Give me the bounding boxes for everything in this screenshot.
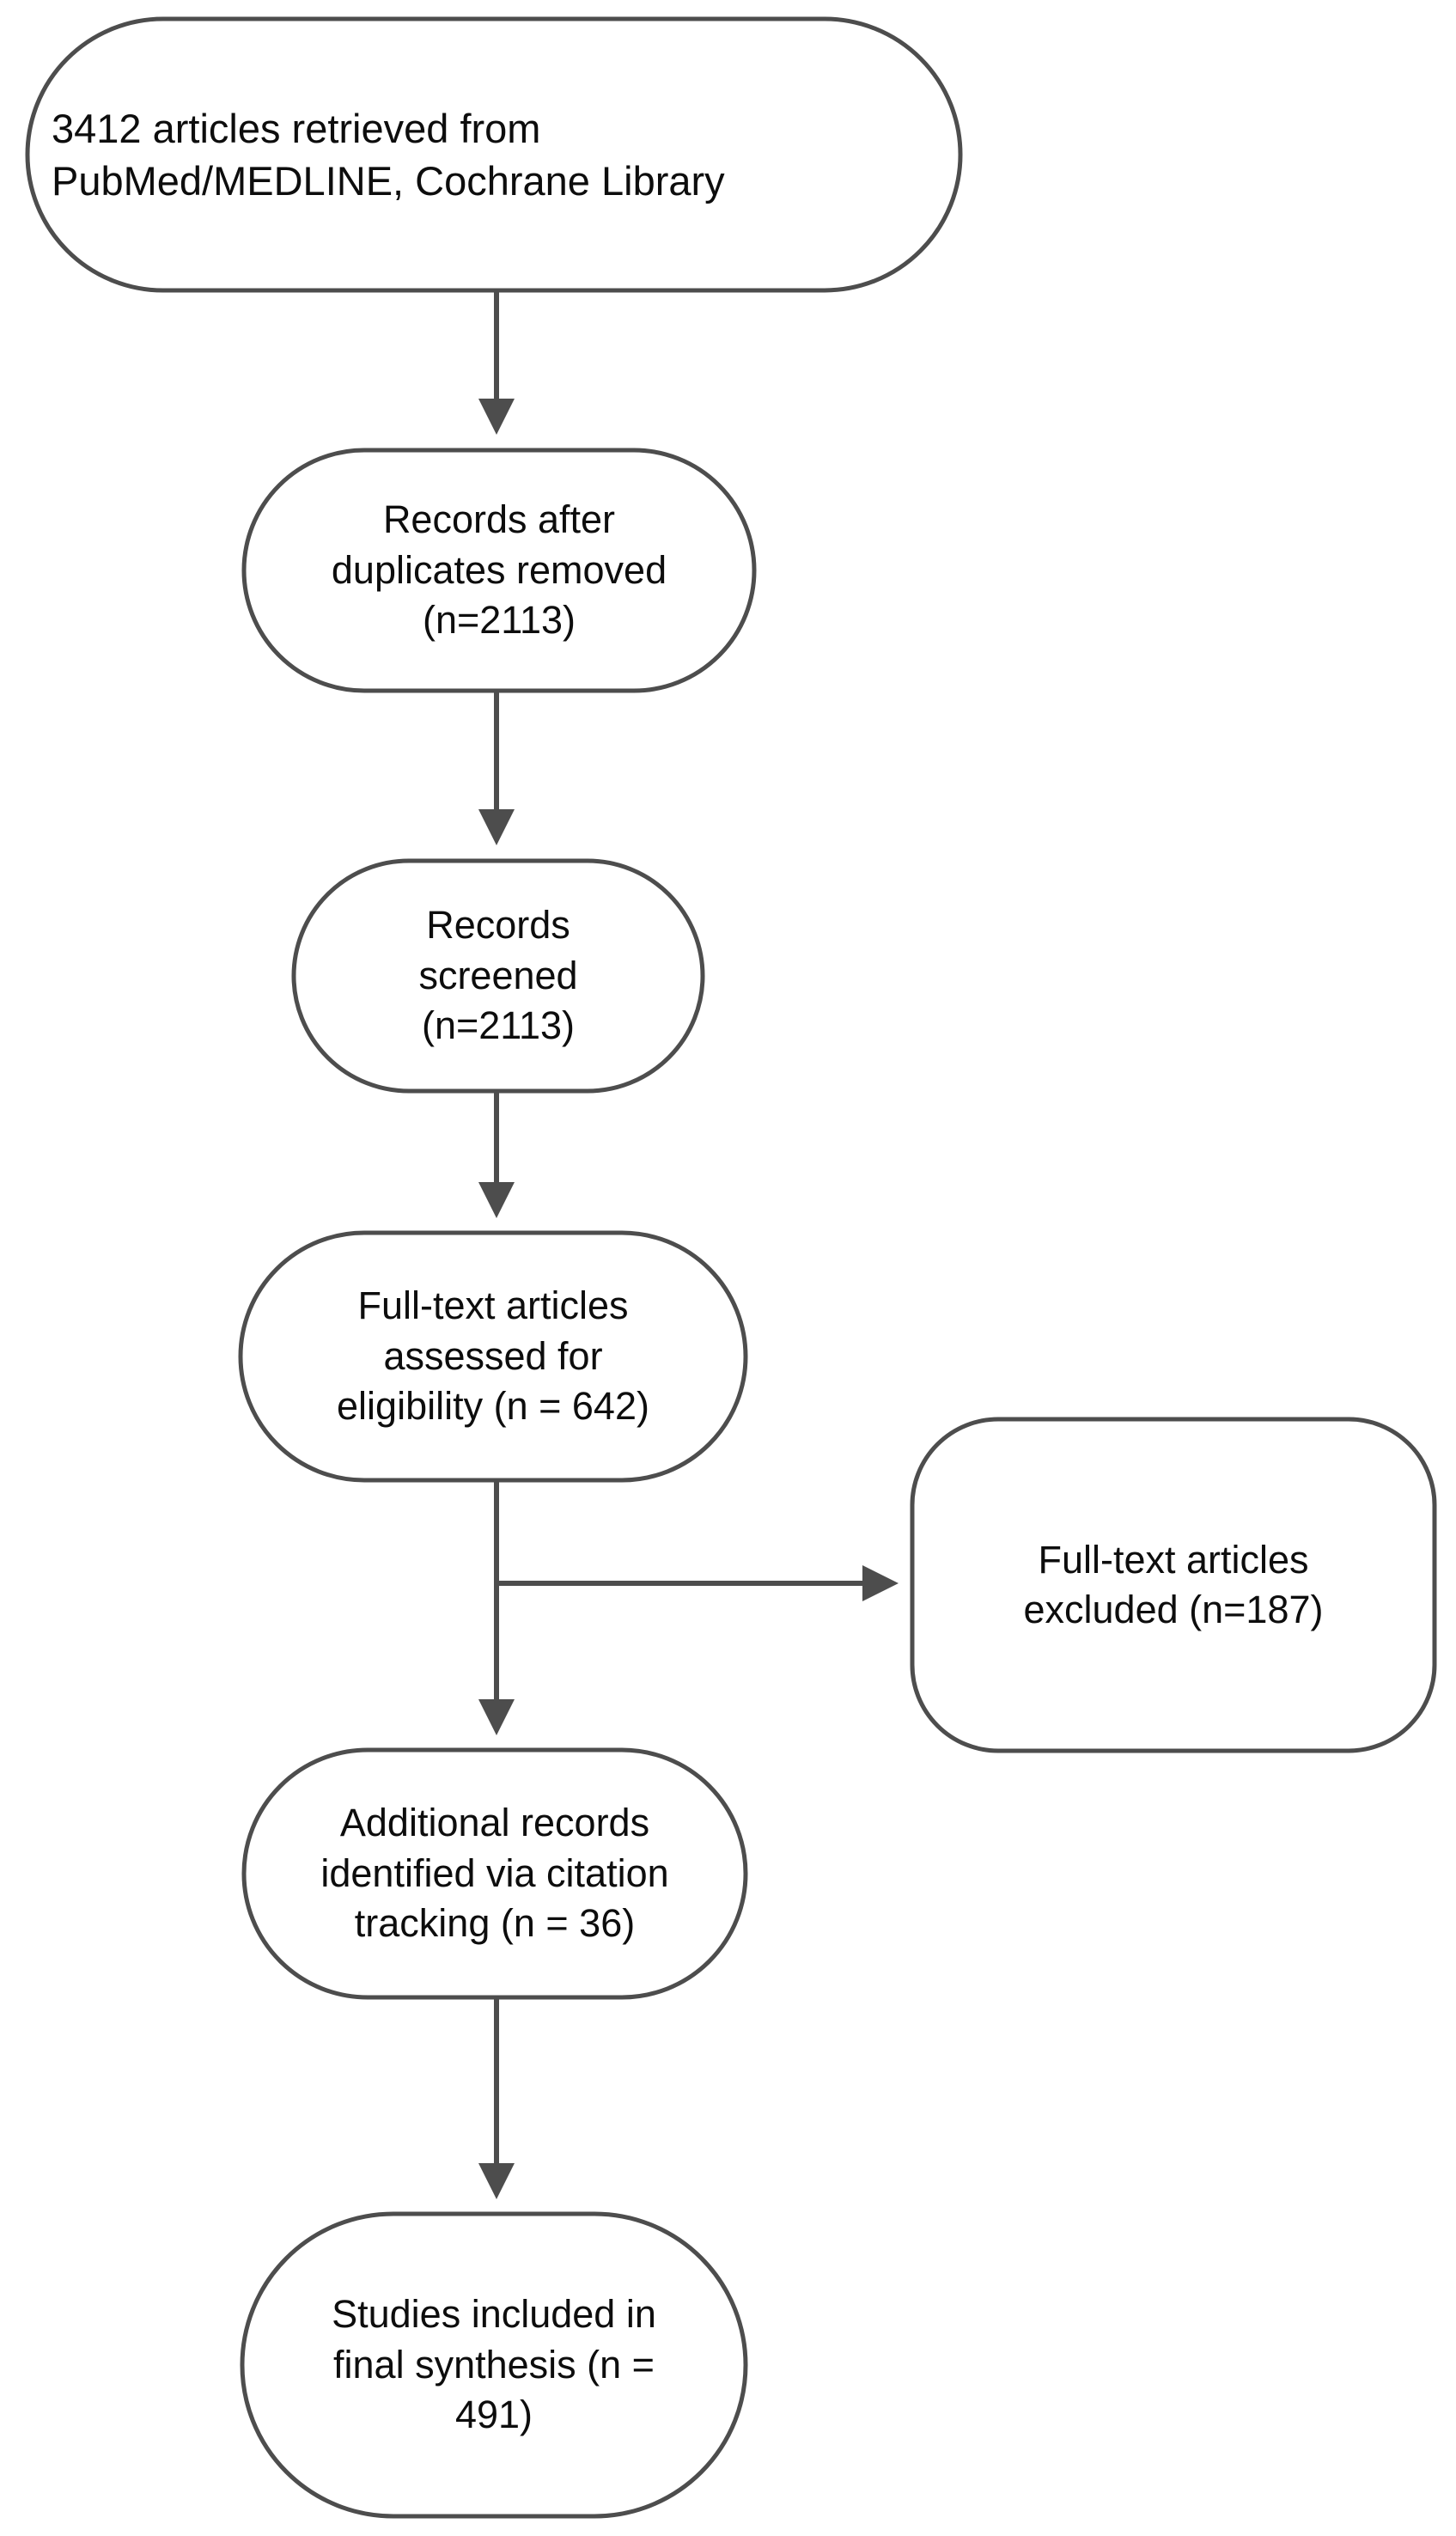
node-studies-included-final-synthesis[interactable]: Studies included in final synthesis (n =… xyxy=(241,2212,747,2518)
node-additional-records-citation-tracking-label: Additional records identified via citati… xyxy=(320,1801,669,1946)
node-records-identified-label: 3412 articles retrieved from PubMed/MEDL… xyxy=(52,105,725,204)
node-studies-included-final-synthesis-label: Studies included in final synthesis (n =… xyxy=(332,2292,656,2437)
node-full-text-excluded-label: Full-text articles excluded (n=187) xyxy=(1023,1537,1324,1632)
node-records-screened-label: Records screened (n=2113) xyxy=(418,903,578,1048)
node-records-screened[interactable]: Records screened (n=2113) xyxy=(292,859,704,1093)
node-shape-citation xyxy=(241,1747,748,2000)
node-additional-records-citation-tracking[interactable]: Additional records identified via citati… xyxy=(242,1748,747,1999)
node-shape-source xyxy=(25,16,963,293)
node-full-text-assessed-label: Full-text articles assessed for eligibil… xyxy=(337,1283,649,1429)
node-records-identified[interactable]: 3412 articles retrieved from PubMed/MEDL… xyxy=(26,17,962,292)
node-full-text-assessed[interactable]: Full-text articles assessed for eligibil… xyxy=(239,1231,747,1482)
node-records-after-duplicates-removed[interactable]: Records after duplicates removed (n=2113… xyxy=(242,448,756,692)
node-records-after-duplicates-removed-label: Records after duplicates removed (n=2113… xyxy=(331,497,667,643)
node-shape-fulltext xyxy=(238,1230,748,1483)
node-shape-dedup xyxy=(241,448,757,693)
node-shape-included xyxy=(240,2211,748,2519)
node-shape-screened xyxy=(291,858,705,1094)
node-shape-excluded xyxy=(910,1417,1437,1753)
node-full-text-excluded[interactable]: Full-text articles excluded (n=187) xyxy=(911,1417,1436,1753)
